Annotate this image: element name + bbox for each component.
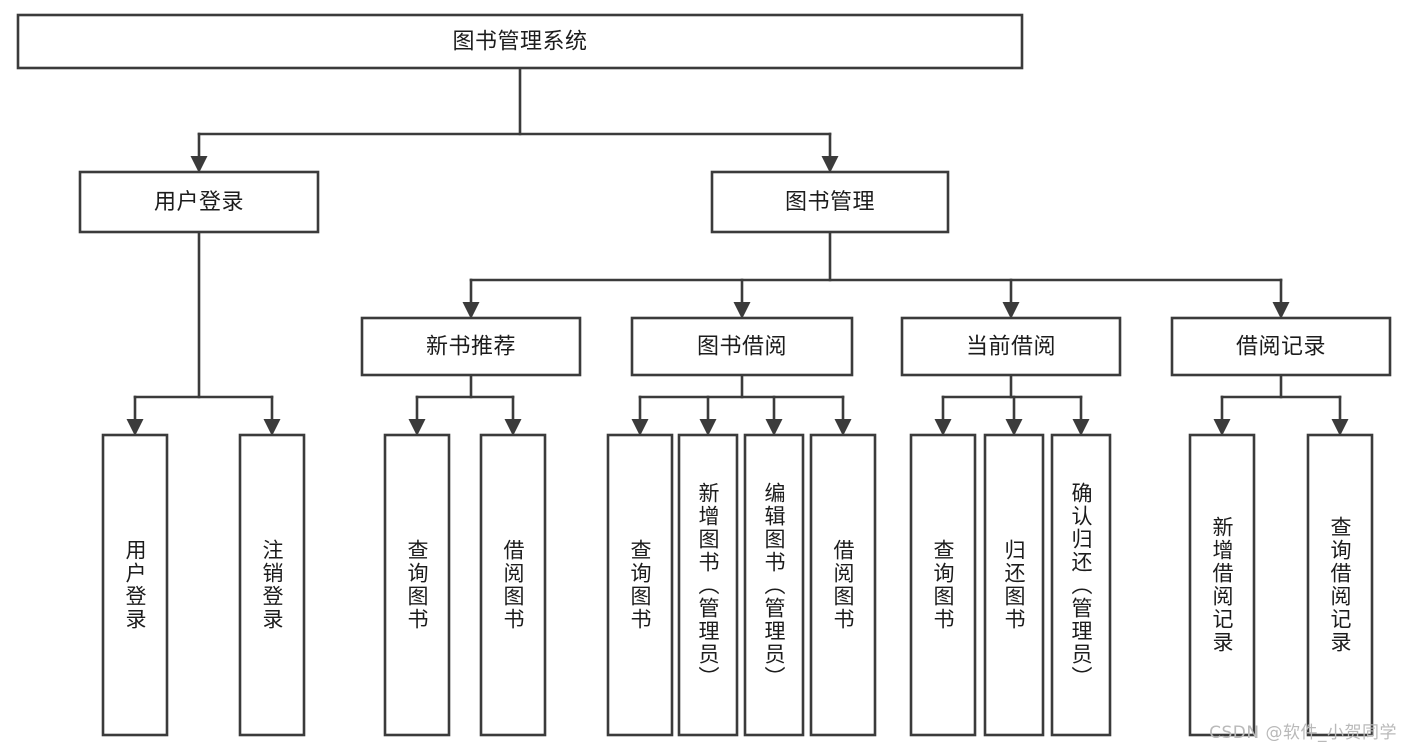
node-label-book-borrow: 图书借阅 <box>697 335 787 360</box>
node-box-root[interactable] <box>16 13 1024 70</box>
arrow-head-icon <box>699 419 717 436</box>
node-box-current-borrow[interactable] <box>900 316 1122 377</box>
node-box-borrow-record[interactable] <box>1170 316 1392 377</box>
node-label-book-manage: 图书管理 <box>785 190 875 215</box>
node-box-leaf-query-record[interactable] <box>1306 433 1374 737</box>
node-box-leaf-query-book-2[interactable] <box>606 433 674 737</box>
node-box-leaf-logout[interactable] <box>238 433 306 737</box>
node-label-new-book-rec: 新书推荐 <box>426 335 516 360</box>
node-label-current-borrow: 当前借阅 <box>966 335 1056 360</box>
node-box-leaf-return-book[interactable] <box>983 433 1045 737</box>
node-box-user-login[interactable] <box>78 170 320 234</box>
arrow-head-icon <box>733 302 751 319</box>
node-box-leaf-borrow-book-2[interactable] <box>809 433 877 737</box>
node-box-book-manage[interactable] <box>710 170 950 234</box>
arrow-head-icon <box>821 156 839 173</box>
node-box-layer <box>16 13 1392 737</box>
node-box-leaf-add-record[interactable] <box>1188 433 1256 737</box>
arrow-head-icon <box>1331 419 1349 436</box>
arrow-head-icon <box>1005 419 1023 436</box>
arrow-head-icon <box>1272 302 1290 319</box>
arrow-head-icon <box>934 419 952 436</box>
connector-layer <box>126 66 1349 436</box>
arrow-head-icon <box>1072 419 1090 436</box>
arrow-head-icon <box>408 419 426 436</box>
node-label-user-login: 用户登录 <box>154 190 244 215</box>
csdn-watermark: CSDN @软件_小贺同学 <box>1209 723 1397 743</box>
arrow-head-icon <box>631 419 649 436</box>
arrow-head-icon <box>834 419 852 436</box>
arrow-head-icon <box>126 419 144 436</box>
arrow-head-icon <box>190 156 208 173</box>
node-box-new-book-rec[interactable] <box>360 316 582 377</box>
arrow-head-icon <box>765 419 783 436</box>
node-box-leaf-user-login[interactable] <box>101 433 169 737</box>
arrow-head-icon <box>1002 302 1020 319</box>
arrow-head-icon <box>462 302 480 319</box>
arrow-head-icon <box>1213 419 1231 436</box>
node-box-leaf-query-book-3[interactable] <box>909 433 977 737</box>
arrow-head-icon <box>263 419 281 436</box>
node-box-leaf-edit-book[interactable] <box>743 433 805 737</box>
node-label-borrow-record: 借阅记录 <box>1236 335 1326 360</box>
arrow-head-icon <box>504 419 522 436</box>
node-label-root: 图书管理系统 <box>452 30 587 55</box>
node-box-leaf-add-book[interactable] <box>677 433 739 737</box>
node-box-leaf-confirm-return[interactable] <box>1050 433 1112 737</box>
node-box-book-borrow[interactable] <box>630 316 854 377</box>
node-box-leaf-query-book-1[interactable] <box>383 433 451 737</box>
node-box-leaf-borrow-book-1[interactable] <box>479 433 547 737</box>
